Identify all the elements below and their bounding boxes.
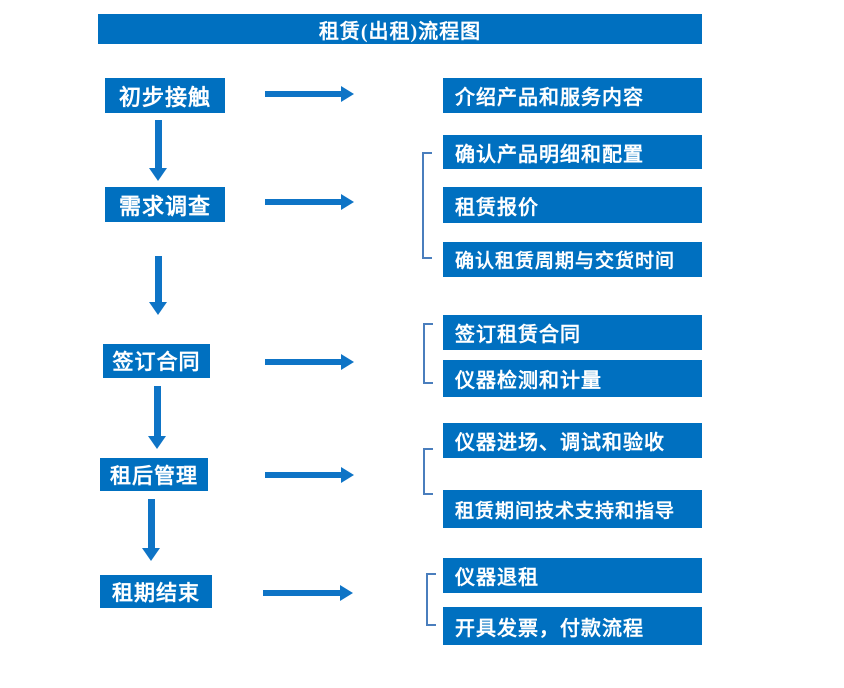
right-arrow-shaft	[265, 472, 341, 478]
detail-box-confirm-rental-period-delivery: 确认租赁周期与交货时间	[443, 242, 702, 277]
right-arrow-icon	[265, 354, 354, 370]
detail-box-rental-tech-support: 租赁期间技术支持和指导	[443, 490, 702, 528]
down-arrow-shaft	[154, 120, 162, 168]
step-box-rental-end: 租期结束	[100, 575, 212, 608]
detail-box-instrument-entry-acceptance: 仪器进场、调试和验收	[443, 423, 702, 458]
detail-box-instrument-return: 仪器退租	[443, 558, 702, 593]
down-arrow-icon	[149, 256, 167, 315]
down-arrow-icon	[142, 499, 160, 561]
right-arrow-head	[341, 354, 354, 370]
down-arrow-head	[148, 436, 166, 449]
group-bracket-rental-end	[426, 573, 436, 626]
right-arrow-head	[341, 194, 354, 210]
detail-box-rental-quote: 租赁报价	[443, 187, 702, 223]
group-bracket-sign-contract	[423, 323, 433, 384]
right-arrow-icon	[265, 467, 354, 483]
right-arrow-shaft	[265, 359, 341, 365]
right-arrow-icon	[265, 194, 354, 210]
down-arrow-icon	[148, 386, 166, 449]
detail-box-invoice-payment: 开具发票，付款流程	[443, 607, 702, 645]
down-arrow-head	[142, 548, 160, 561]
detail-box-introduce-products-services: 介绍产品和服务内容	[443, 78, 702, 113]
down-arrow-icon	[149, 120, 167, 181]
right-arrow-head	[340, 585, 353, 601]
flowchart-title: 租赁(出租)流程图	[98, 14, 702, 44]
detail-box-instrument-inspection-metering: 仪器检测和计量	[443, 360, 702, 397]
down-arrow-shaft	[147, 499, 155, 548]
right-arrow-shaft	[265, 199, 341, 205]
group-bracket-post-rental-management	[423, 448, 433, 495]
down-arrow-shaft	[153, 386, 161, 436]
group-bracket-demand-survey	[422, 152, 432, 259]
right-arrow-icon	[265, 86, 354, 102]
detail-box-sign-rental-contract: 签订租赁合同	[443, 315, 702, 350]
step-box-initial-contact: 初步接触	[105, 78, 225, 113]
detail-box-confirm-product-details: 确认产品明细和配置	[443, 135, 702, 169]
down-arrow-head	[149, 302, 167, 315]
right-arrow-head	[341, 467, 354, 483]
step-box-demand-survey: 需求调查	[105, 187, 225, 222]
step-box-sign-contract: 签订合同	[103, 344, 210, 378]
step-box-post-rental-management: 租后管理	[100, 458, 208, 491]
down-arrow-head	[149, 168, 167, 181]
down-arrow-shaft	[154, 256, 162, 302]
right-arrow-icon	[263, 585, 353, 601]
right-arrow-head	[341, 86, 354, 102]
right-arrow-shaft	[263, 590, 340, 596]
right-arrow-shaft	[265, 91, 341, 97]
